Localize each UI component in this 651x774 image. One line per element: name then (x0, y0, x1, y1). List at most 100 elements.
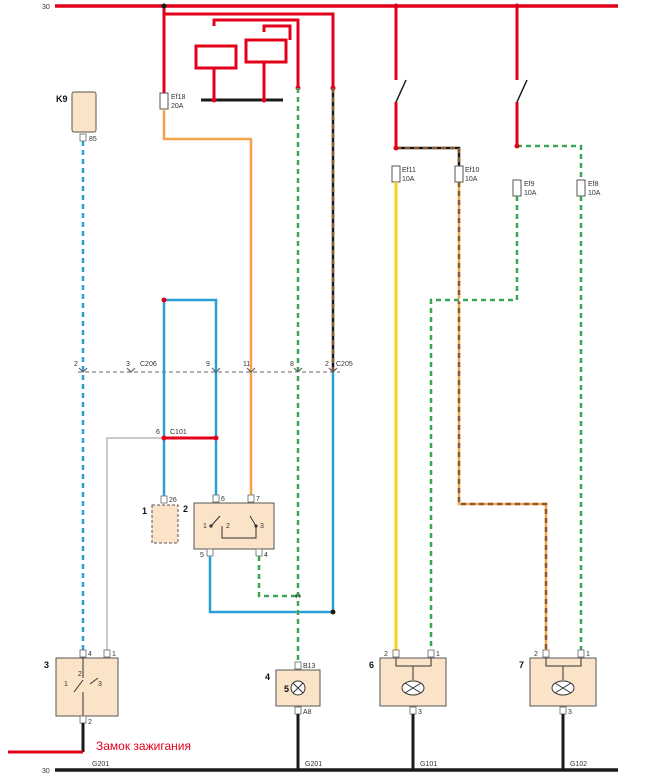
component-2 (193, 502, 275, 550)
wire-gray-c101 (106, 437, 164, 652)
fuse-ef11-rating: 10A (402, 176, 415, 183)
component-2-label: 2 (183, 504, 188, 514)
junction-switch-b (514, 3, 520, 9)
switch-a-blade (395, 79, 407, 103)
junction-c101-right (213, 435, 219, 441)
wire-brown-ef10 (396, 146, 461, 166)
c2-pin-7 (247, 494, 255, 503)
fuse-ef10-name: Ef10 (465, 167, 480, 174)
fuse-ef8-rating: 10A (588, 190, 601, 197)
junction-relay-a (211, 97, 217, 103)
c3-inner-2: 2 (78, 671, 82, 678)
c2-pin-6 (212, 494, 220, 503)
c6-pin-1-label: 1 (436, 651, 440, 658)
c4-pin-bottom (294, 706, 302, 715)
relay-k9 (71, 91, 97, 133)
component-1-label: 1 (142, 506, 147, 516)
relay-k9-pin-label: 85 (89, 136, 97, 143)
fuse-ef18-name: Ef18 (171, 94, 186, 101)
c2-pin-4 (255, 548, 263, 557)
c6-pin-3 (409, 706, 417, 715)
wire-relay-right (164, 12, 335, 88)
wire-green-c2 (257, 556, 298, 598)
c2-contact-b (254, 524, 258, 528)
lamp-6-cross (404, 682, 422, 694)
c3-pin-2 (79, 715, 87, 724)
c2-pin-7-label: 7 (256, 496, 260, 503)
c4-pin-top-label: B13 (303, 663, 316, 670)
c6-pin-1 (427, 649, 435, 658)
fuse-ef9-rating: 10A (524, 190, 537, 197)
component-3 (55, 657, 119, 717)
c2-pin-5-label: 5 (200, 552, 204, 559)
junction-ef9 (514, 143, 520, 149)
fuse-ef11-name: Ef11 (402, 167, 416, 174)
ground-g102: G102 (570, 761, 587, 768)
junction-ef18 (161, 3, 167, 9)
wire-brown-c7-overlay (457, 182, 548, 650)
c2-inner-2: 2 (226, 523, 230, 530)
component-6-label: 6 (369, 660, 374, 670)
fuse-ef9-name: Ef9 (524, 181, 535, 188)
fan-relay-a (194, 44, 238, 70)
ground-g201-b: G201 (305, 761, 322, 768)
wire-blue-c2 (208, 372, 335, 614)
c7-pin-1 (577, 649, 585, 658)
c2-inner-3: 3 (260, 523, 264, 530)
component-1-pin-label: 26 (169, 497, 177, 504)
wire-brown-ef10-overlay (396, 146, 461, 166)
c3-inner-3: 3 (98, 681, 102, 688)
component-1 (151, 504, 179, 544)
fuse-ef18 (159, 92, 169, 110)
c205-label: C205 (336, 361, 353, 368)
wire-blue-loop (162, 298, 218, 496)
junction-blue-mid (330, 609, 336, 615)
c7-pin-3-label: 3 (568, 709, 572, 716)
fuse-ef11 (391, 165, 401, 183)
ground-g101: G101 (420, 761, 437, 768)
fuse-ef10 (454, 165, 464, 183)
wire-green-c6 (429, 196, 519, 650)
c206-pin-3: 3 (126, 361, 130, 368)
c205-pin-2: 2 (325, 361, 329, 368)
c101-label: C101 (170, 429, 187, 436)
c2-contact-a (209, 524, 213, 528)
junction-c101-left (161, 435, 167, 441)
c2-switch (210, 515, 257, 539)
c7-pin-3 (559, 706, 567, 715)
ignition-note: Замок зажигания (96, 739, 191, 753)
component-4-inner: 5 (284, 684, 289, 694)
c3-inner-1: 1 (64, 681, 68, 688)
c3-pin-4-label: 4 (88, 651, 92, 658)
junction-relay-b (261, 97, 267, 103)
component-7-label: 7 (519, 660, 524, 670)
top-rail-label: 30 (42, 4, 50, 11)
c3-switch (73, 657, 99, 716)
c205-pin-9: 9 (206, 361, 210, 368)
fuse-ef10-rating: 10A (465, 176, 478, 183)
c2-pin-5 (206, 548, 214, 557)
c7-lamp-leads (545, 658, 582, 680)
c6-pin-3-label: 3 (418, 709, 422, 716)
fuse-ef8-name: Ef8 (588, 181, 599, 188)
c206-pin-2: 2 (74, 361, 78, 368)
c6-pin-2 (392, 649, 400, 658)
c6-lamp-leads (395, 658, 432, 680)
c101-pin: 6 (156, 429, 160, 436)
c4-pin-bottom-label: A8 (303, 709, 312, 716)
wire-orange (162, 109, 253, 496)
c3-pin-4 (79, 649, 87, 658)
bottom-rail-label: 30 (42, 768, 50, 774)
relay-k9-pin (79, 133, 87, 142)
component-4-label: 4 (265, 672, 270, 682)
fan-relay-b (244, 38, 288, 64)
fuse-ef18-rating: 20A (171, 103, 184, 110)
c7-pin-2 (542, 649, 550, 658)
junction-blue-top (161, 297, 167, 303)
connector-marks (78, 367, 338, 373)
relay-k9-label: K9 (56, 94, 68, 104)
c7-pin-1-label: 1 (586, 651, 590, 658)
lamp-4-cross (292, 682, 304, 694)
fuse-ef9 (512, 179, 522, 197)
